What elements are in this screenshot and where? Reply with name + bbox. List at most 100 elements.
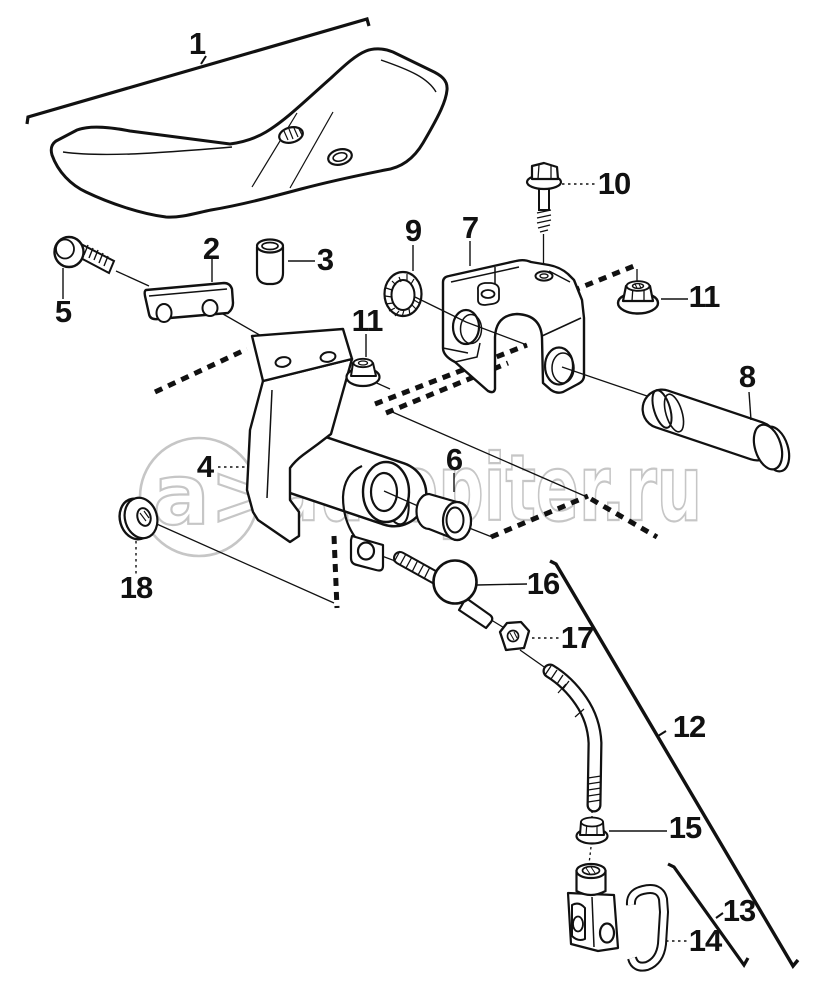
phantom-line-to-nut xyxy=(571,263,635,294)
part-bolt-5 xyxy=(53,235,116,275)
callout-9: 9 xyxy=(404,213,422,248)
group-lines xyxy=(25,17,800,969)
nut15-top xyxy=(580,816,604,828)
part-clamp-7 xyxy=(441,259,586,394)
bracket4-ring-eye xyxy=(341,460,411,572)
callout-1: 1 xyxy=(188,26,206,61)
bracket4-hole-left xyxy=(274,356,292,368)
washer18-hole xyxy=(136,507,152,527)
snapring-hatch xyxy=(384,274,420,318)
callout-13: 13 xyxy=(722,893,756,928)
ring-eye-strap xyxy=(341,464,363,538)
ring-eye-tab-hole xyxy=(356,541,376,561)
bolt10-head-facets xyxy=(537,164,552,180)
group-line-1 xyxy=(25,17,371,125)
callout-8: 8 xyxy=(738,359,756,394)
bolt5-threads xyxy=(83,244,109,267)
bolt10-threads xyxy=(536,209,552,233)
align-nut17-to-rod xyxy=(519,649,548,670)
spacer3-bore xyxy=(261,241,279,251)
spacer3-body xyxy=(255,247,285,286)
callout-leaders xyxy=(62,183,752,942)
nut11R-bore xyxy=(631,282,645,290)
group-line-12-tick xyxy=(657,730,667,737)
leader-8 xyxy=(748,391,752,421)
clamp7-bore-left-inner xyxy=(459,313,483,345)
align-washer18-line xyxy=(149,520,335,604)
callout-14: 14 xyxy=(688,923,722,958)
part-bracket-4 xyxy=(245,327,428,572)
clamp7-top-edge xyxy=(450,266,571,283)
align-bolt5-to-plate xyxy=(115,270,150,287)
callout-12: 12 xyxy=(672,709,706,744)
bracket4-web xyxy=(245,357,354,544)
callout-4: 4 xyxy=(196,449,214,484)
part-nut-17 xyxy=(498,620,531,652)
group-line-12 xyxy=(549,559,800,969)
clamp7-ledge xyxy=(541,317,582,337)
part-clevis-fork xyxy=(566,862,620,953)
part-pedal-pad xyxy=(49,47,449,219)
part-clip-14 xyxy=(625,884,670,972)
callout-18: 18 xyxy=(119,570,153,605)
pedal-pad-hole-2 xyxy=(327,148,353,166)
callout-10: 10 xyxy=(597,166,631,201)
callout-11-right: 11 xyxy=(688,279,721,314)
part-nut-11-left xyxy=(345,357,381,388)
phantom-line-mid-upper xyxy=(374,342,528,407)
bolt10-shank xyxy=(538,188,550,211)
clamp7-tab xyxy=(476,282,500,306)
nut17-hatch xyxy=(509,631,518,641)
phantom-line-vertical xyxy=(331,535,340,609)
group-line-13 xyxy=(667,862,750,968)
clevis-hole-back xyxy=(572,915,584,933)
nut11L-top xyxy=(352,357,374,369)
rod-threads-top xyxy=(544,665,570,690)
pedal-pad-outline xyxy=(49,47,449,219)
bracket4-top-face xyxy=(250,327,354,383)
callout-15: 15 xyxy=(668,810,702,845)
callout-7: 7 xyxy=(461,210,479,245)
clamp7-bore-right xyxy=(543,346,575,386)
callout-3: 3 xyxy=(316,242,334,277)
clevis-hole-front xyxy=(598,922,616,944)
callout-16: 16 xyxy=(526,566,560,601)
phantom-line-mid-lower xyxy=(385,360,509,416)
pedal-pad-hole-1 xyxy=(278,126,304,144)
bushing6-bore xyxy=(445,506,465,534)
callout-5: 5 xyxy=(54,294,72,329)
align-plane-diagonal xyxy=(389,410,588,498)
group-line-1-tick xyxy=(200,55,207,65)
nut11R-top xyxy=(625,280,651,292)
bracket4-web-fold xyxy=(266,389,273,499)
align-nut15-to-clevis xyxy=(588,846,592,865)
plate2-hole-left xyxy=(155,303,173,323)
nut11L-bore xyxy=(357,360,369,366)
nut17-bore xyxy=(506,629,520,643)
washer18-hatch xyxy=(139,510,150,522)
pin8-groove xyxy=(663,393,685,433)
part-washer-18 xyxy=(118,496,159,541)
plate2-hole-right xyxy=(201,299,219,317)
bracket4-hole-right xyxy=(319,351,337,363)
clamp7-bore-right-inner xyxy=(551,352,575,384)
clamp7-foot-edges xyxy=(442,342,481,363)
align-ring9-bore-plane xyxy=(414,296,528,346)
ballstud-ball xyxy=(432,559,478,605)
spacer3-top xyxy=(255,238,285,254)
bolt10-head xyxy=(530,161,560,181)
alignment-lines-front-2 xyxy=(414,296,651,398)
part-ball-stud-16 xyxy=(393,550,494,630)
pedal-pad-front-edge xyxy=(62,146,233,156)
phantom-lines xyxy=(153,263,659,609)
part-spacer-3 xyxy=(255,238,285,286)
part-control-rod xyxy=(542,663,603,813)
ballstud-threads xyxy=(393,550,431,580)
clevis-bore-hatch xyxy=(585,866,596,875)
leader-16 xyxy=(476,583,528,586)
ballstud-taper xyxy=(457,596,494,630)
part-plate-2 xyxy=(143,281,235,323)
snapring-outer xyxy=(383,270,423,318)
align-bore-to-pin8 xyxy=(561,366,651,398)
rod-bend-marks xyxy=(557,683,585,718)
